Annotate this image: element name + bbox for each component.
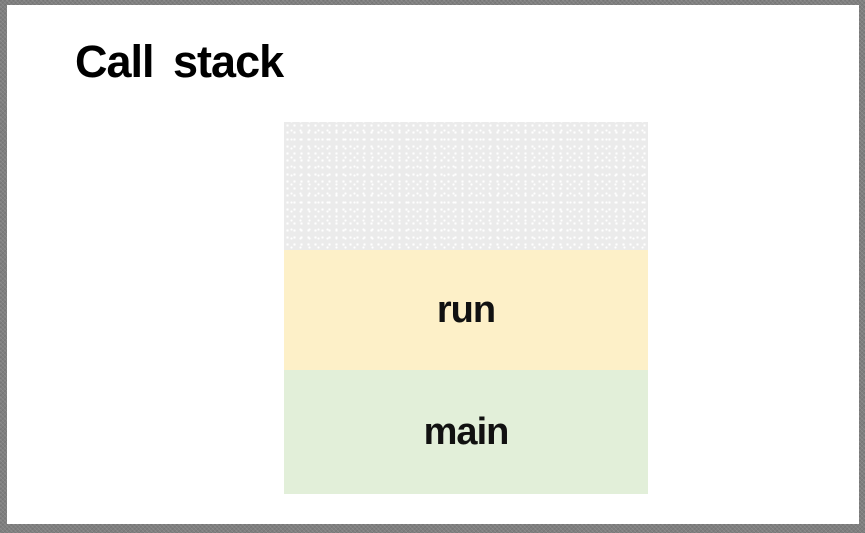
stack-frame-empty xyxy=(284,122,648,250)
stack-frame-main: main xyxy=(284,370,648,494)
call-stack-diagram: run main xyxy=(284,122,648,494)
stack-frame-label: main xyxy=(423,410,510,453)
slide: Call stack run main xyxy=(7,5,859,524)
slide-title: Call stack xyxy=(75,36,284,87)
stack-frame-label: run xyxy=(436,288,496,331)
stack-frame-run: run xyxy=(284,250,648,370)
